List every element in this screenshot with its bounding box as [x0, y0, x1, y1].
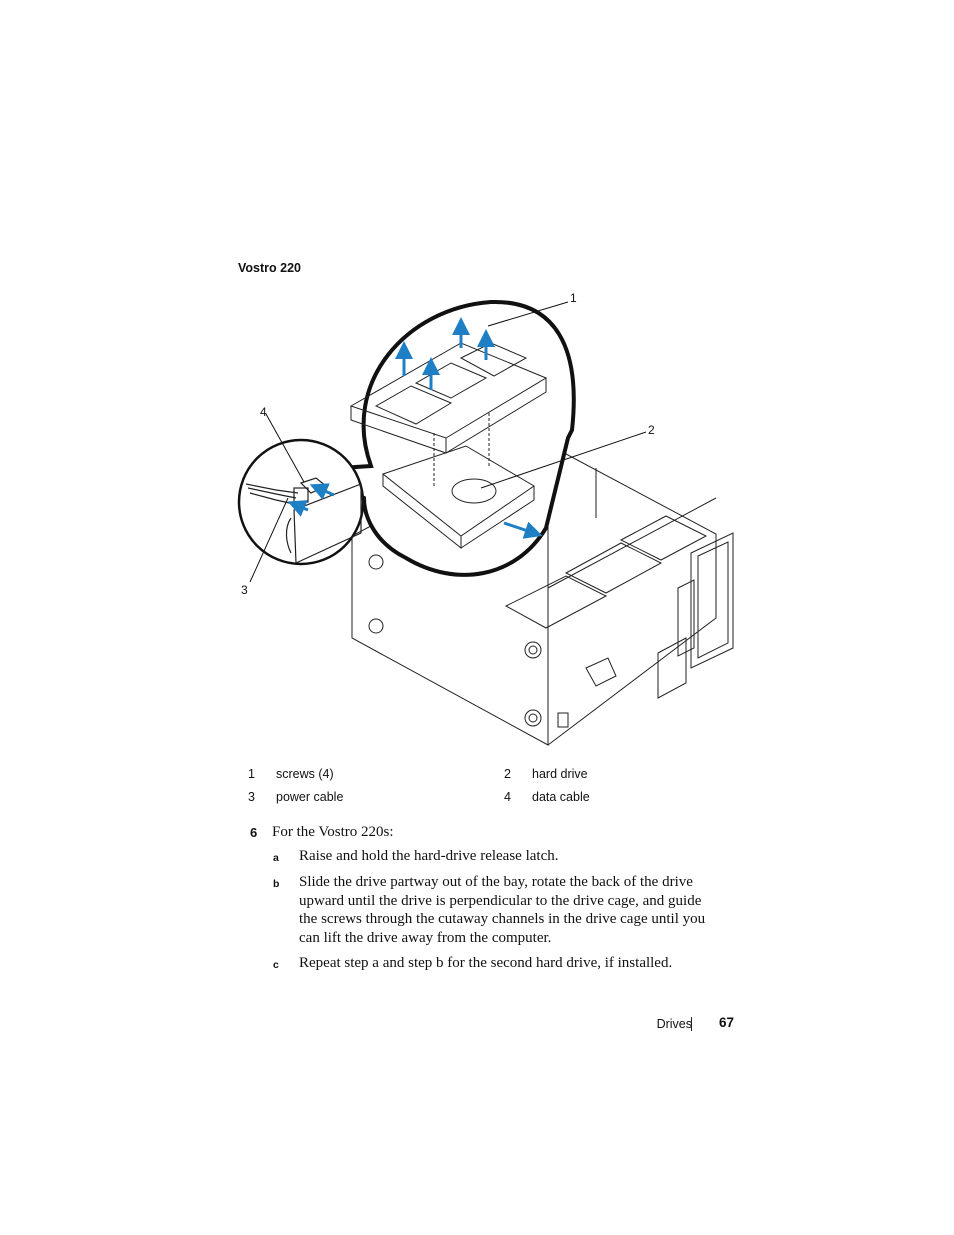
substep-text-line: Slide the drive partway out of the bay, …: [299, 874, 693, 890]
callout-4: 4: [260, 405, 267, 419]
substep-text: Repeat step a and step b for the second …: [299, 955, 673, 971]
substep-text-line: upward until the drive is perpendicular …: [299, 893, 702, 909]
legend-number: 2: [504, 766, 511, 781]
substep-label: b: [273, 878, 280, 890]
substep-text-line: can lift the drive away from the compute…: [299, 930, 552, 946]
step-text: For the Vostro 220s:: [272, 824, 394, 840]
legend-label: power cable: [276, 789, 344, 804]
legend-label: screws (4): [276, 766, 334, 781]
substep-text: Raise and hold the hard-drive release la…: [299, 848, 559, 864]
figure-legend: 1 screws (4) 2 hard drive 3 power cable …: [242, 762, 754, 808]
callout-2: 2: [648, 423, 655, 437]
legend-row: 3 power cable 4 data cable: [242, 785, 754, 808]
legend-number: 3: [248, 789, 255, 804]
legend-number: 1: [248, 766, 255, 781]
callout-1: 1: [570, 291, 577, 305]
step-number: 6: [250, 825, 258, 840]
footer-section-name: Drives: [656, 1017, 692, 1031]
legend-row: 1 screws (4) 2 hard drive: [242, 762, 754, 785]
footer-page-number: 67: [719, 1015, 735, 1030]
figure-caption: Vostro 220: [238, 261, 301, 275]
hard-drive-removal-illustration: [237, 299, 734, 746]
substep-label: c: [273, 959, 279, 971]
footer-separator: [691, 1017, 692, 1031]
substep-text-line: the screws through the cutaway channels …: [299, 911, 706, 927]
callout-3: 3: [241, 583, 248, 597]
legend-number: 4: [504, 789, 511, 804]
legend-label: hard drive: [532, 766, 588, 781]
legend-label: data cable: [532, 789, 590, 804]
substep-label: a: [273, 852, 279, 864]
